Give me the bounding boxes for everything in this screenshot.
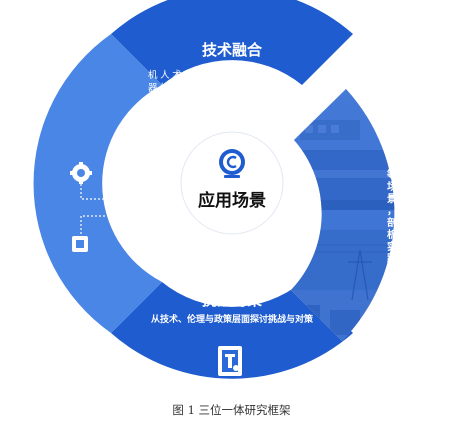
document-icon xyxy=(218,346,242,376)
application-column-3: 等场景，剖析实践成效 xyxy=(387,168,398,289)
application-column-2: 电网调度与变电站 xyxy=(407,168,418,265)
svg-text:机 人 术 人 智 与 气 备 造 合: 机 人 术 人 智 与 气 备 造 合 xyxy=(148,69,267,81)
segment-tech-fusion xyxy=(111,0,353,85)
center-circle xyxy=(180,131,284,235)
chip-icon xyxy=(72,236,88,252)
application-column-1: 结合制造业、新能源 xyxy=(426,168,438,277)
gear-icon xyxy=(70,162,92,184)
c-circle-icon xyxy=(219,149,245,178)
challenges-title: 挑战对策 xyxy=(202,291,263,309)
connector-lines xyxy=(80,184,106,234)
segment-challenges xyxy=(111,282,353,379)
tech-fusion-title: 技术融合 xyxy=(202,41,263,59)
robot-arm-icon xyxy=(215,99,249,123)
figure-caption: 图 1 三位一体研究框架 xyxy=(172,403,291,417)
svg-text:器 技 、 工 能 电 设 制 融: 器 技 、 工 能 电 设 制 融 xyxy=(148,82,255,94)
segment-left xyxy=(33,34,162,333)
segment-application-overlay xyxy=(291,89,395,341)
robot-arm-icon xyxy=(108,182,156,228)
challenges-subtitle: 从技术、伦理与政策层面探讨挑战与对策 xyxy=(151,313,314,324)
center-label: 应用场景 xyxy=(198,190,266,210)
tech-fusion-subtitle: 机 人 术 人 智 与 气 备 造 合 器 技 、 工 能 电 设 制 融 xyxy=(148,69,267,94)
